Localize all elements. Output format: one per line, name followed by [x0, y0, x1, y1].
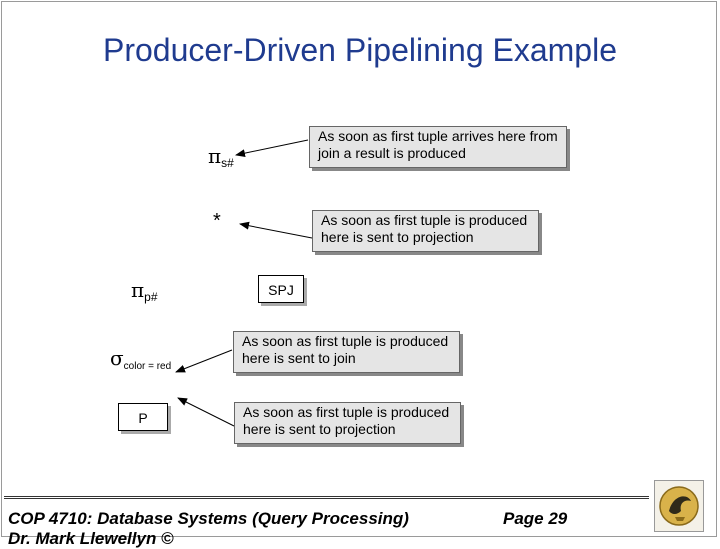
pi-symbol: π — [131, 278, 145, 302]
pointer-arrow-3 — [175, 349, 233, 373]
pi-symbol: π — [208, 144, 222, 168]
pointer-arrow-1 — [235, 139, 309, 158]
footer-page-number: Page 29 — [503, 509, 568, 528]
join-node: * — [213, 210, 221, 232]
projection-p-node: πp# — [131, 278, 158, 304]
slide-border — [1, 1, 717, 537]
projection-s-node: πs# — [208, 144, 234, 170]
selection-node: σcolor = red — [110, 346, 172, 372]
projection-p-subscript: p# — [144, 290, 158, 304]
footer-author: Dr. Mark Llewellyn © — [8, 529, 174, 548]
university-logo-icon — [654, 480, 704, 532]
selection-subscript: color = red — [123, 361, 172, 372]
sigma-symbol: σ — [110, 346, 124, 370]
pointer-arrow-2 — [239, 221, 313, 239]
callout-selection-to-join: As soon as first tuple is produced here … — [233, 331, 460, 373]
callout-join-to-projection: As soon as first tuple is produced here … — [312, 210, 539, 252]
footer-course: COP 4710: Database Systems (Query Proces… — [8, 509, 409, 528]
projection-s-subscript: s# — [221, 156, 234, 170]
relation-p-box: P — [118, 403, 168, 431]
slide-title: Producer-Driven Pipelining Example — [102, 32, 617, 68]
pointer-arrow-4 — [177, 397, 235, 427]
footer-rule — [4, 496, 649, 499]
relation-spj-box: SPJ — [258, 275, 304, 303]
callout-projection-result: As soon as first tuple arrives here from… — [309, 126, 567, 168]
callout-relation-to-projection: As soon as first tuple is produced here … — [234, 402, 461, 444]
